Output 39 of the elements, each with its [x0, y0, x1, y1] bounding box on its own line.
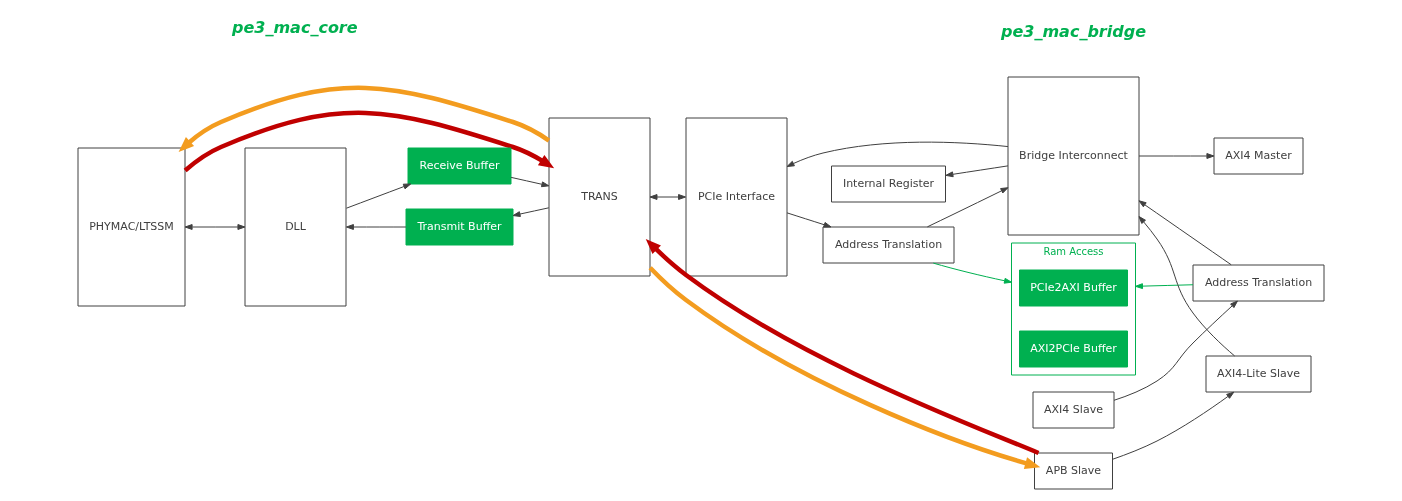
arrow	[345, 224, 407, 230]
node-box: PCIe Interface	[685, 117, 788, 277]
arrow	[945, 165, 1009, 178]
node-box: AXI4 Slave	[1032, 391, 1115, 429]
arrow	[932, 262, 1012, 284]
arrow	[183, 110, 555, 173]
arrow	[184, 224, 246, 230]
arrow	[512, 207, 550, 217]
label: pe3_mac_core	[232, 17, 358, 37]
node-box: Address Translation	[822, 226, 955, 264]
arrow	[1138, 216, 1236, 357]
node-box: Bridge Interconnect	[1007, 76, 1140, 236]
node-box: AXI2PCIe Buffer	[1019, 330, 1128, 368]
node-box: AXI4-Lite Slave	[1205, 355, 1312, 393]
node-box: TRANS	[548, 117, 651, 277]
node-box: Internal Register	[831, 165, 946, 203]
arrow	[1112, 391, 1235, 460]
arrow	[1138, 200, 1232, 266]
node-box: DLL	[244, 147, 347, 307]
label: pe3_mac_bridge	[1001, 21, 1146, 41]
arrow	[1135, 283, 1194, 290]
node-box: PHYMAC/LTSSM	[77, 147, 186, 307]
arrow	[1138, 153, 1215, 159]
arrow	[926, 187, 1009, 228]
node-box: AXI4 Master	[1213, 137, 1304, 175]
arrow	[645, 238, 1040, 456]
arrow	[648, 266, 1041, 469]
arrow	[1113, 300, 1238, 401]
arrow	[345, 183, 412, 209]
node-box: Receive Buffer	[407, 147, 512, 185]
arrow	[178, 85, 551, 152]
arrow	[786, 141, 1009, 168]
node-box: Transmit Buffer	[405, 208, 514, 246]
arrow	[649, 194, 687, 200]
arrow	[510, 176, 550, 188]
node-box: Address Translation	[1192, 264, 1325, 302]
node-box: APB Slave	[1034, 452, 1113, 490]
node-box: PCIe2AXI Buffer	[1019, 269, 1128, 307]
arrow	[786, 212, 832, 228]
